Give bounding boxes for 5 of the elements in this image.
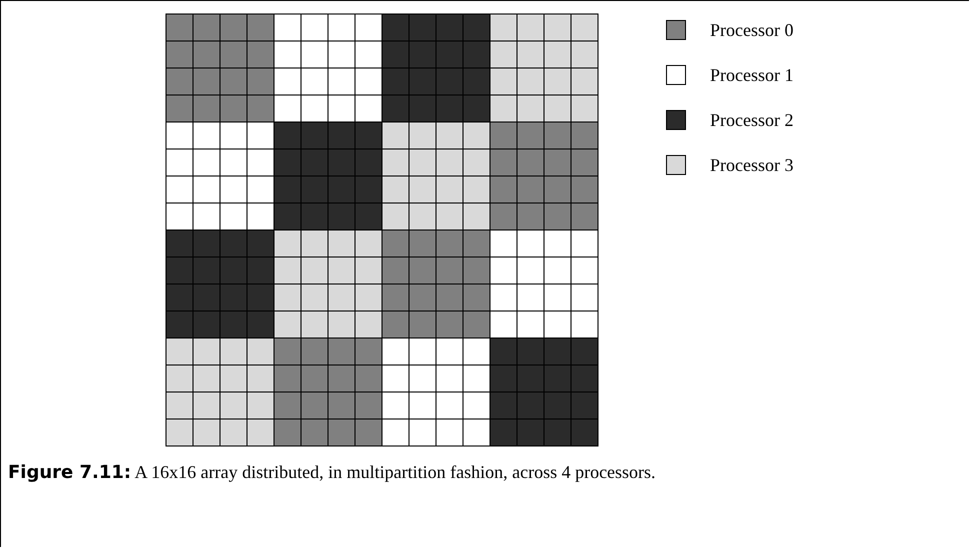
- legend-label: Processor 3: [710, 155, 794, 175]
- legend-label: Processor 2: [710, 110, 794, 130]
- legend-label: Processor 0: [710, 20, 794, 40]
- figure-caption: Figure 7.11: A 16x16 array distributed, in multipartition fashion, across 4 processors.: [8, 461, 657, 485]
- legend-label: Processor 1: [710, 65, 794, 85]
